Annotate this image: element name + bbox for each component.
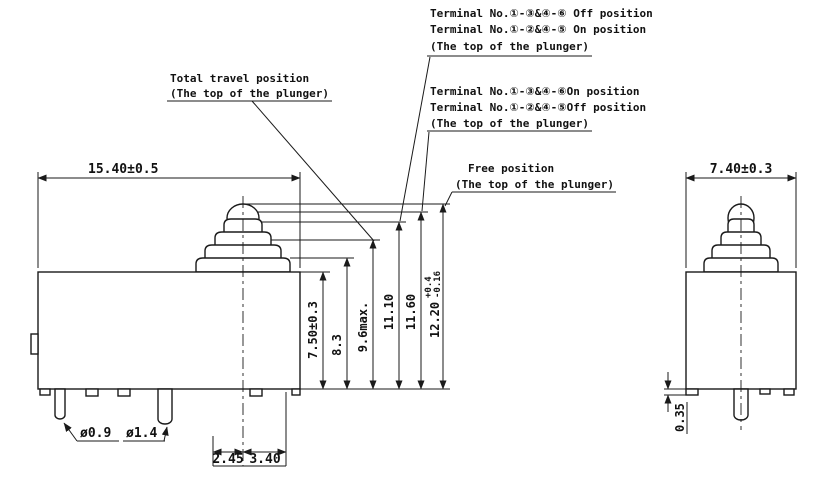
dim-side-width: 7.40±0.3 bbox=[685, 162, 797, 268]
dim-side-width-label: 7.40±0.3 bbox=[710, 162, 773, 177]
front-plunger-step2 bbox=[214, 231, 272, 247]
front-foot-right bbox=[291, 388, 301, 396]
annotation-total-travel: Total travel position (The top of the pl… bbox=[167, 72, 375, 242]
dim-11-10-label: 11.10 bbox=[382, 294, 396, 330]
front-stub-1 bbox=[85, 388, 99, 397]
front-stub-3 bbox=[249, 388, 263, 397]
front-body bbox=[37, 271, 301, 390]
front-pin-small bbox=[54, 388, 66, 420]
dim-front-width: 15.40±0.5 bbox=[37, 162, 301, 268]
side-stub bbox=[759, 388, 771, 395]
annotation-total-travel-line1: Total travel position bbox=[170, 72, 309, 85]
dim-3-40-label: 3.40 bbox=[249, 452, 280, 467]
front-foot-left bbox=[39, 388, 51, 396]
annotation-top-line2: Terminal No.①-②&④-⑤ On position bbox=[430, 23, 646, 36]
side-foot-dimension: 0.35 bbox=[664, 372, 688, 434]
pin-diameter-dimensions: ø0.9 ø1.4 bbox=[63, 422, 169, 442]
annotation-mid-line3: (The top of the plunger) bbox=[430, 117, 589, 130]
dim-11-60-label: 11.60 bbox=[404, 294, 418, 330]
annotation-group-top: Terminal No.①-③&④-⑥ Off position Termina… bbox=[399, 7, 653, 222]
dim-body-height-label: 7.50±0.3 bbox=[306, 301, 320, 359]
svg-text:12.20: 12.20 bbox=[428, 302, 442, 338]
side-foot-right bbox=[783, 388, 795, 396]
annotation-top-line3: (The top of the plunger) bbox=[430, 40, 589, 53]
annotation-mid-line1: Terminal No.①-③&④-⑥On position bbox=[430, 85, 639, 98]
annotation-free-line2: (The top of the plunger) bbox=[455, 178, 614, 191]
dim-2-45-label: 2.45 bbox=[212, 452, 243, 467]
annotation-free-line1: Free position bbox=[468, 162, 554, 175]
front-pin-large bbox=[157, 388, 173, 425]
dim-pin-small-label: ø0.9 bbox=[80, 426, 111, 441]
annotation-free-position: Free position (The top of the plunger) bbox=[444, 162, 616, 207]
dim-front-width-label: 15.40±0.5 bbox=[88, 162, 158, 177]
side-view bbox=[685, 196, 797, 430]
annotation-group-mid: Terminal No.①-③&④-⑥On position Terminal … bbox=[421, 85, 646, 212]
side-foot-left bbox=[685, 388, 699, 396]
height-dimensions: 7.50±0.3 8.3 9.6max. 11.10 11.60 12.20 +… bbox=[243, 203, 450, 390]
front-view bbox=[30, 196, 301, 466]
dim-12-20-label: 12.20 +0.4 -0.16 bbox=[424, 271, 443, 338]
dim-12-20-tol-lower: -0.16 bbox=[433, 271, 443, 298]
dim-12-20-tol-upper: +0.4 bbox=[424, 276, 434, 298]
front-stub-2 bbox=[117, 388, 131, 397]
dim-0-35-label: 0.35 bbox=[673, 403, 687, 432]
dim-pin-large-label: ø1.4 bbox=[126, 426, 157, 441]
dim-9-6-label: 9.6max. bbox=[356, 302, 370, 353]
front-side-tab bbox=[30, 333, 39, 355]
annotation-mid-line2: Terminal No.①-②&④-⑤Off position bbox=[430, 101, 646, 114]
annotation-top-line1: Terminal No.①-③&④-⑥ Off position bbox=[430, 7, 653, 20]
dim-8-3-label: 8.3 bbox=[330, 334, 344, 356]
annotation-total-travel-line2: (The top of the plunger) bbox=[170, 87, 329, 100]
side-plunger-step2 bbox=[720, 231, 762, 247]
offset-dimensions: 2.45 3.40 bbox=[212, 392, 287, 467]
